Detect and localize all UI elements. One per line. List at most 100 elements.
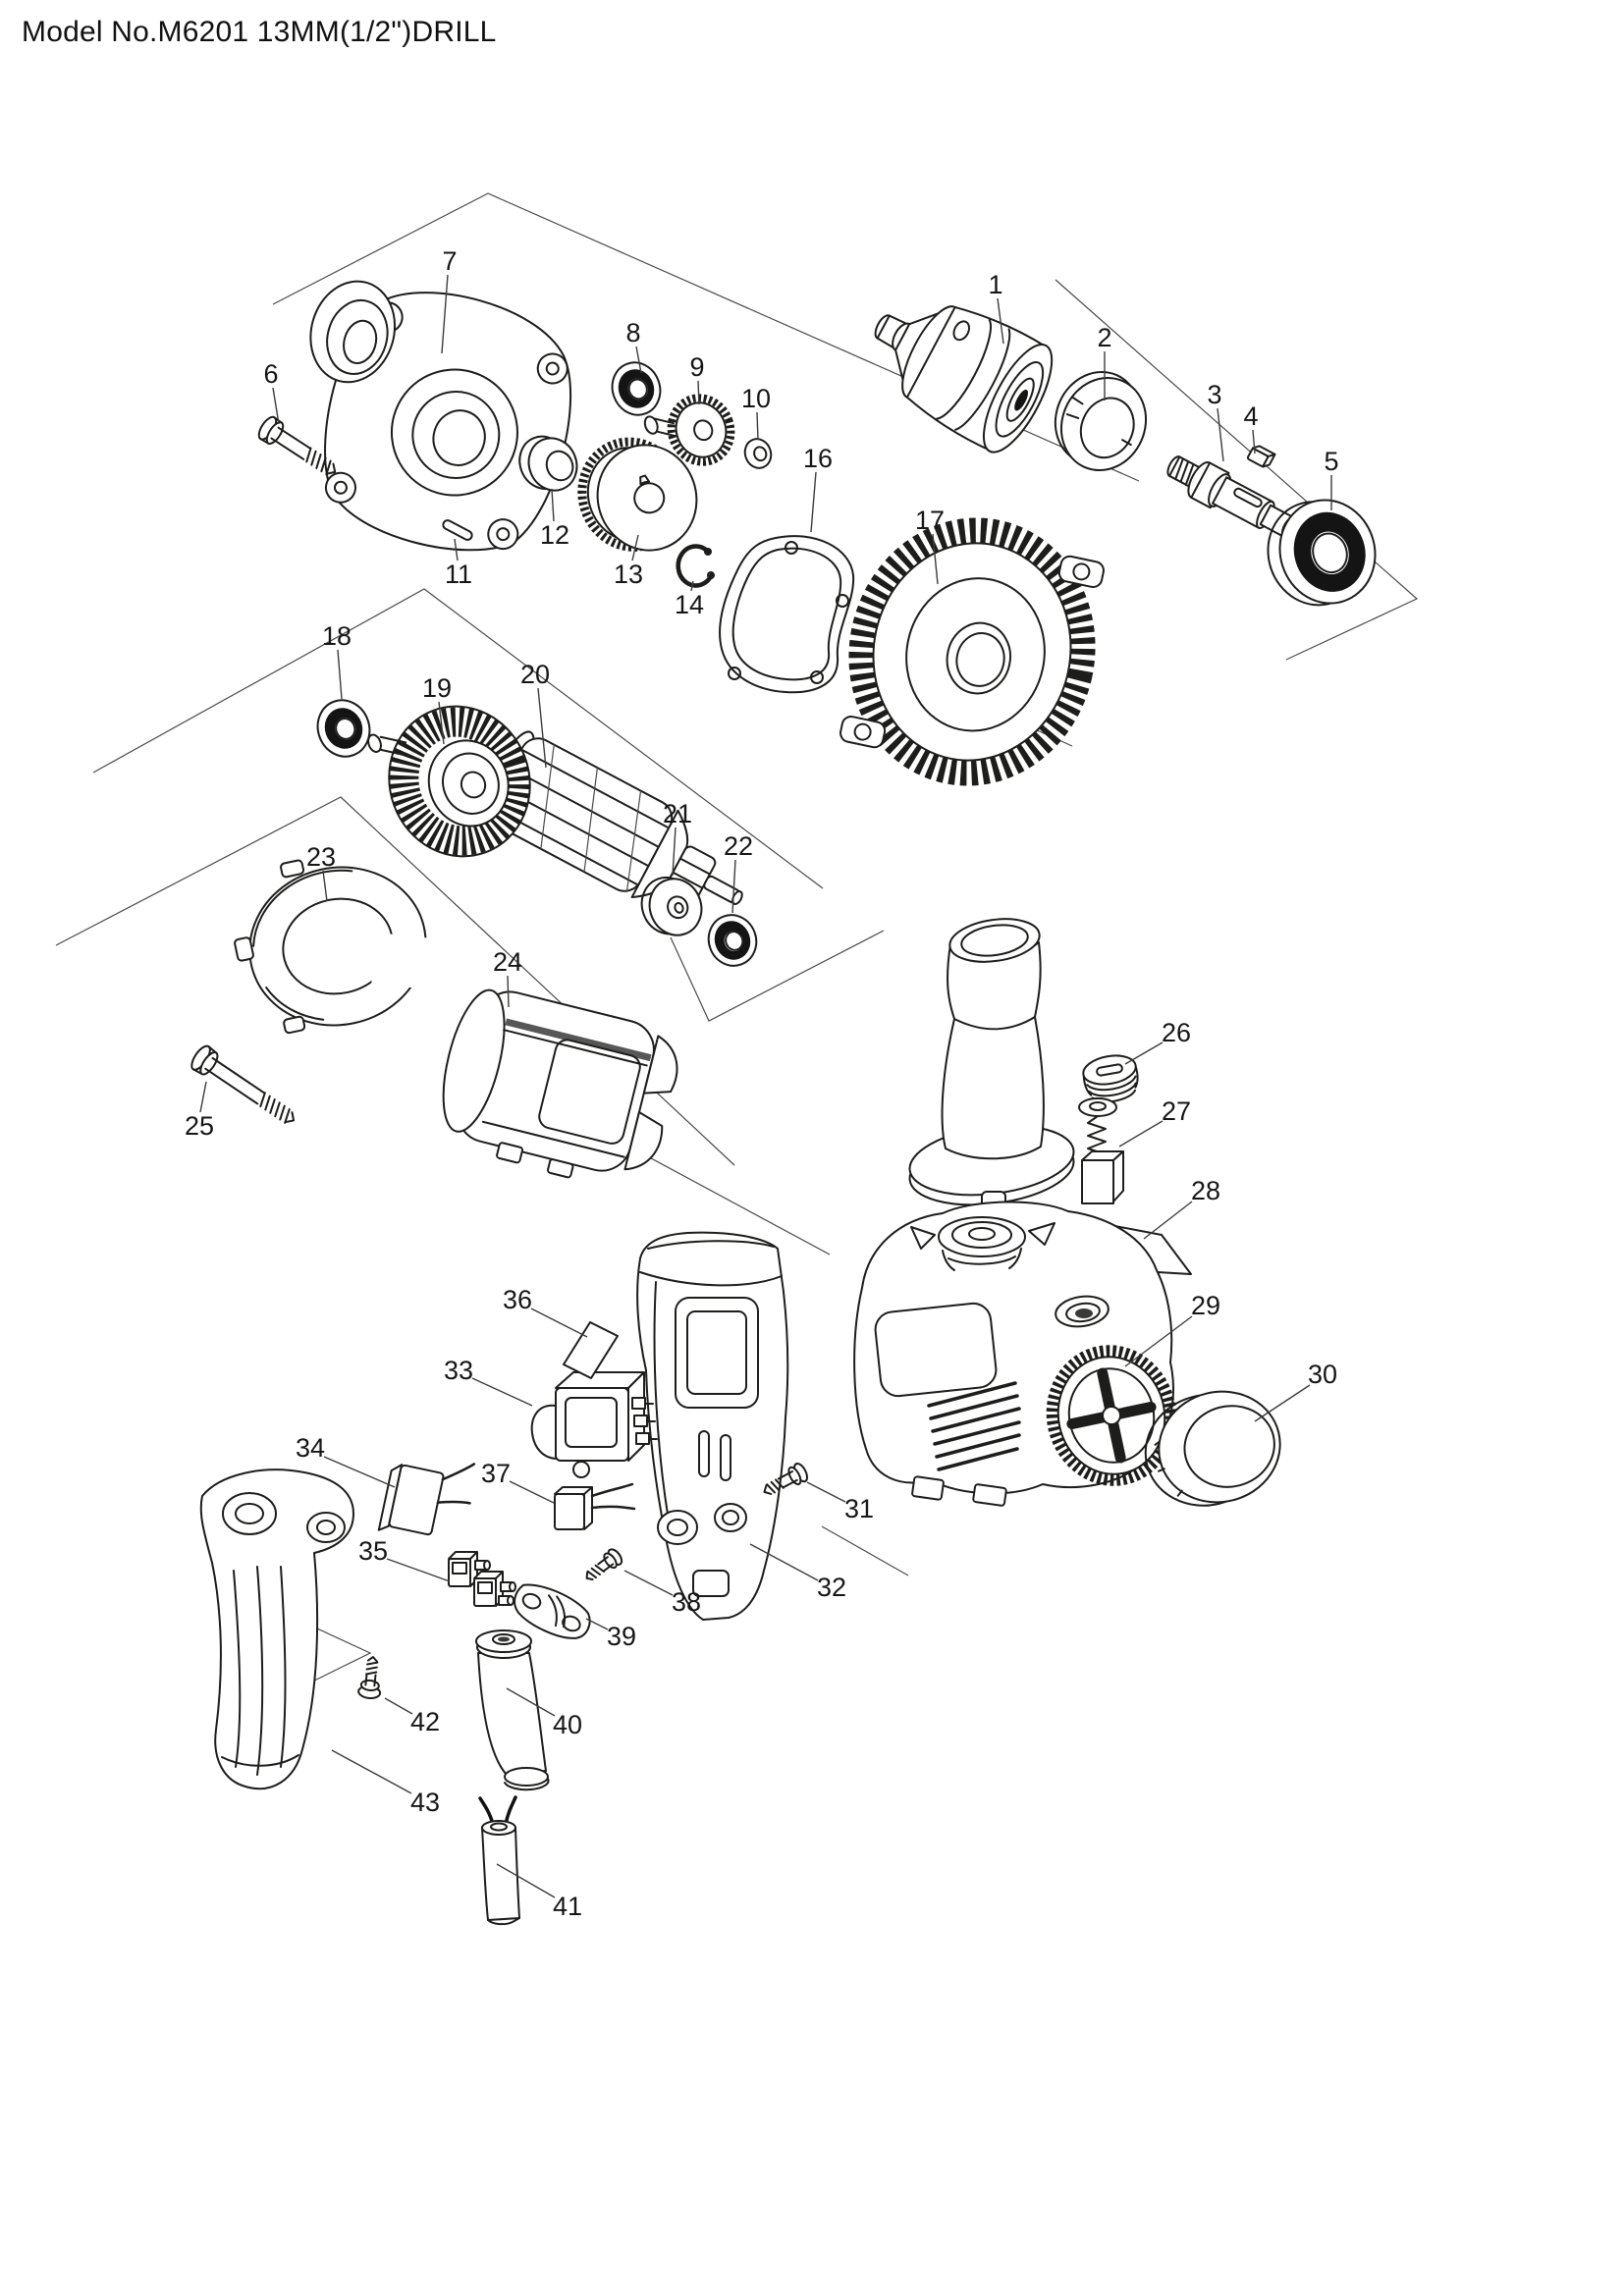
part-number-label: 2 <box>1097 323 1111 352</box>
part-number-label: 1 <box>988 270 1002 299</box>
leader-line <box>690 580 694 592</box>
part-number-label: 31 <box>844 1494 874 1523</box>
leader-line <box>672 827 677 877</box>
leader-line <box>585 1618 609 1630</box>
part-bearing-5 <box>1267 499 1377 607</box>
part-brush-cap <box>1082 1054 1139 1103</box>
leader-line <box>272 387 280 425</box>
leader-line <box>1252 429 1256 454</box>
part-number-label: 39 <box>607 1622 636 1651</box>
part-pin <box>442 519 473 541</box>
leader-line <box>530 1308 588 1338</box>
leader-line <box>810 471 817 533</box>
part-screw-25 <box>190 1044 296 1124</box>
part-stator <box>839 517 1105 786</box>
part-switch <box>530 1371 658 1478</box>
leader-line <box>438 701 445 745</box>
part-number-label: 3 <box>1207 380 1221 409</box>
leader-line <box>506 1687 556 1717</box>
part-screw-6 <box>257 415 337 476</box>
part-cord <box>478 1795 520 1926</box>
leader-line <box>337 649 343 700</box>
leader-line <box>199 1081 207 1113</box>
leader-line <box>623 1570 674 1596</box>
part-circlip <box>676 544 715 588</box>
part-disc <box>640 876 703 936</box>
part-number-label: 18 <box>322 621 352 651</box>
assembly-group-line <box>670 930 885 1022</box>
part-capacitor <box>377 1463 476 1536</box>
leader-line <box>1143 1201 1193 1240</box>
part-bearing-22 <box>707 914 758 967</box>
part-baffle-plate <box>234 859 438 1035</box>
part-number-label: 23 <box>306 842 336 872</box>
part-key <box>1246 445 1276 468</box>
part-number-label: 10 <box>741 384 771 413</box>
leader-line <box>631 534 639 561</box>
part-number-label: 20 <box>520 660 550 689</box>
part-washer <box>743 438 773 469</box>
leader-line <box>323 1456 396 1488</box>
part-screw-38 <box>585 1548 623 1581</box>
leader-line <box>551 488 555 522</box>
part-gear-housing <box>309 280 571 552</box>
leader-line <box>384 1697 413 1715</box>
leader-line <box>997 297 1004 345</box>
leader-line <box>1254 1384 1311 1422</box>
part-number-label: 24 <box>493 947 522 977</box>
leader-line <box>454 538 459 561</box>
part-carbon-brush <box>1078 1097 1124 1204</box>
part-number-label: 28 <box>1191 1176 1220 1205</box>
part-screw-42 <box>357 1656 382 1699</box>
part-number-label: 17 <box>915 506 945 535</box>
part-number-label: 16 <box>803 444 833 473</box>
part-rear-cap <box>1144 1390 1281 1507</box>
part-bearing-8 <box>611 361 662 416</box>
assembly-group-line <box>821 1525 909 1576</box>
part-number-label: 35 <box>358 1536 388 1566</box>
leader-line <box>331 1749 412 1794</box>
leader-line <box>496 1863 556 1898</box>
leader-line <box>386 1558 451 1582</box>
part-number-label: 12 <box>540 520 569 550</box>
part-number-label: 33 <box>444 1356 473 1385</box>
part-connectors <box>448 1551 516 1607</box>
part-number-label: 40 <box>553 1710 582 1739</box>
part-number-label: 21 <box>663 799 692 828</box>
part-number-label: 19 <box>422 673 452 703</box>
leader-line <box>1217 407 1224 462</box>
leader-line <box>471 1377 533 1407</box>
part-sleeve <box>518 435 578 492</box>
part-handle-cover <box>199 1468 354 1790</box>
part-number-label: 6 <box>263 359 278 389</box>
part-number-label: 32 <box>817 1573 846 1602</box>
part-number-label: 13 <box>614 560 643 589</box>
leader-line <box>749 1543 819 1581</box>
part-number-label: 29 <box>1191 1291 1220 1320</box>
part-screw-31 <box>763 1463 808 1495</box>
leader-line <box>697 380 700 405</box>
part-cord-clamp <box>514 1583 591 1639</box>
part-terminal <box>554 1482 636 1530</box>
leader-line <box>441 274 449 354</box>
leader-line <box>731 859 736 914</box>
part-number-label: 8 <box>625 318 640 347</box>
leader-line <box>537 687 547 769</box>
part-handle-housing <box>636 1231 789 1621</box>
part-label-plate <box>563 1321 619 1379</box>
part-number-label: 38 <box>672 1587 701 1617</box>
leader-line <box>635 346 642 374</box>
part-number-label: 9 <box>689 352 704 382</box>
assembly-group-line <box>92 588 824 889</box>
part-number-label: 42 <box>410 1707 440 1736</box>
part-gasket <box>719 535 855 694</box>
page-title: Model No.M6201 13MM(1/2")DRILL <box>22 16 497 48</box>
part-field <box>442 988 678 1179</box>
part-number-label: 36 <box>503 1285 532 1314</box>
part-cord-guard <box>475 1629 550 1791</box>
part-number-label: 27 <box>1162 1096 1191 1126</box>
part-lock-ring <box>1054 370 1148 472</box>
part-motor-housing <box>853 1201 1177 1507</box>
part-number-label: 37 <box>481 1459 511 1488</box>
